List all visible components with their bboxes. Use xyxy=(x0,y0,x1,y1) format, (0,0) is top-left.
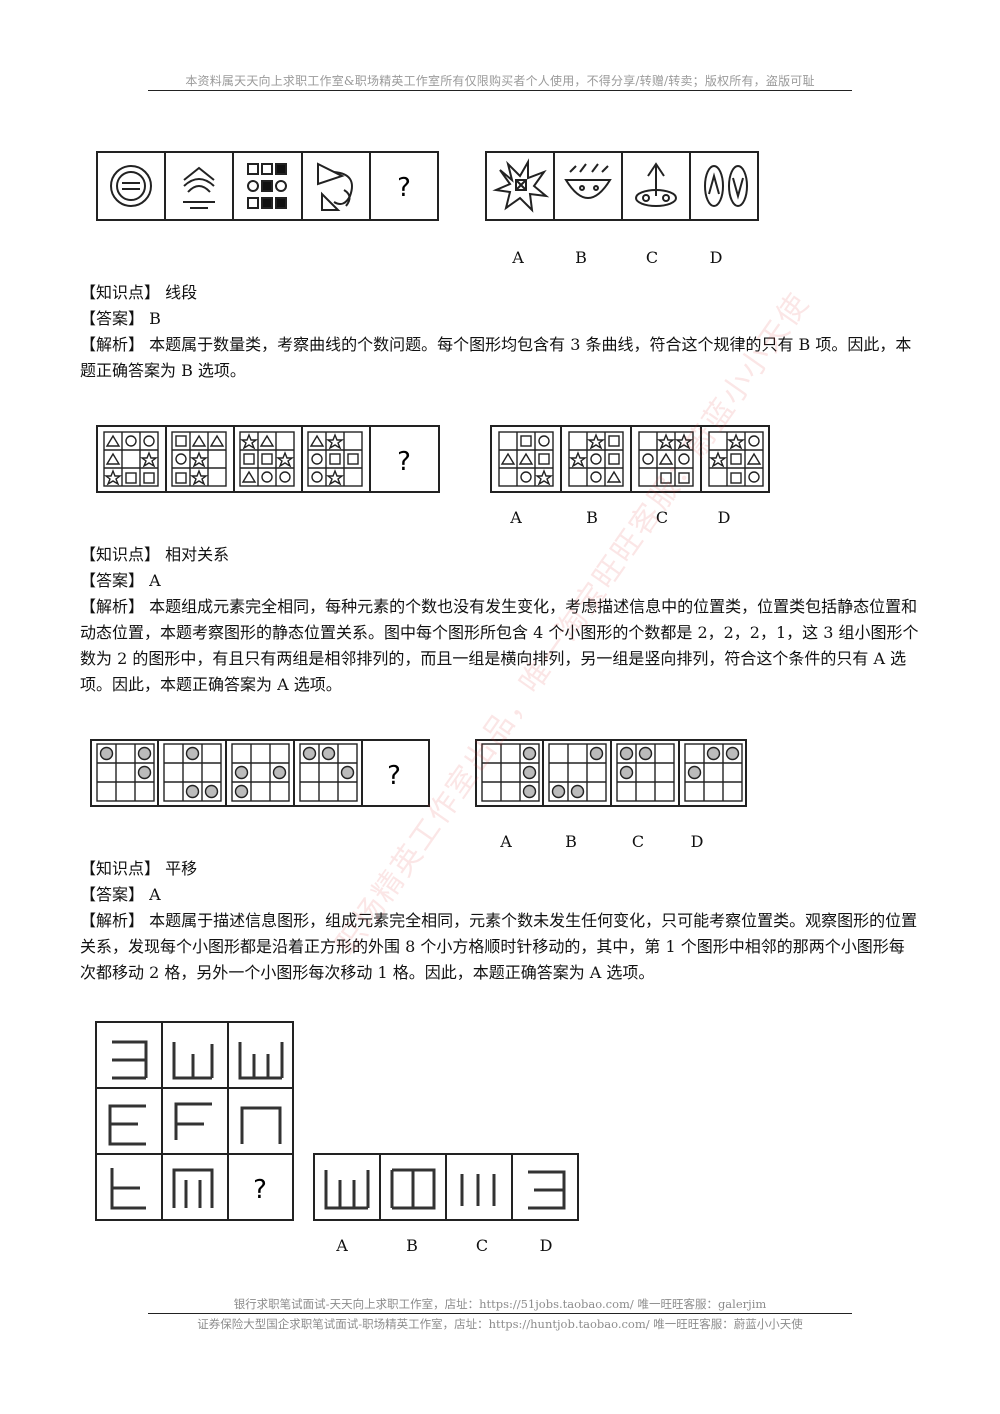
q4-option-strip xyxy=(313,1153,579,1221)
q2-analysis: 【解析】 本题组成元素完全相同，每种元素的个数也没有发生变化，考虑描述信息中的位… xyxy=(80,594,920,698)
q1-question-mark: ? xyxy=(397,173,411,203)
q4-label-a: A xyxy=(336,1236,348,1255)
q1-label-c: C xyxy=(645,248,659,267)
q3-answer-tag: 【答案】 xyxy=(80,885,145,904)
q3-option-strip xyxy=(475,739,747,807)
q2-analysis-tag: 【解析】 xyxy=(80,597,145,616)
q2-label-c: C xyxy=(655,508,669,527)
q2-label-a: A xyxy=(510,508,522,527)
q1-analysis: 【解析】 本题属于数量类，考察曲线的个数问题。每个图形均包含有 3 条曲线，符合… xyxy=(80,332,920,384)
q1-answer: 【答案】 B xyxy=(80,306,920,332)
q1-knowledge-tag: 【知识点】 xyxy=(80,283,161,302)
q1-option-strip xyxy=(485,151,759,221)
q1-knowledge-value: 线段 xyxy=(165,283,198,302)
q4-option-labels: A B C D xyxy=(0,1236,1000,1256)
q3-analysis: 【解析】 本题属于描述信息图形，组成元素完全相同，元素个数未发生任何变化，只可能… xyxy=(80,908,920,986)
q1-option-labels: A B C D xyxy=(0,248,1000,268)
q4-puzzle-grid: ? xyxy=(95,1021,294,1221)
q2-question-mark: ? xyxy=(397,447,411,477)
q2-knowledge-tag: 【知识点】 xyxy=(80,545,161,564)
q2-question-strip: ? xyxy=(96,425,440,493)
q3-knowledge-value: 平移 xyxy=(165,859,198,878)
q1-answer-value: B xyxy=(149,309,161,328)
q1-label-a: A xyxy=(512,248,524,267)
q2-answer: 【答案】 A xyxy=(80,568,920,594)
q3-label-a: A xyxy=(500,832,512,851)
q3-knowledge: 【知识点】 平移 xyxy=(80,856,920,882)
q3-answer: 【答案】 A xyxy=(80,882,920,908)
q2-label-b: B xyxy=(586,508,598,527)
q3-label-c: C xyxy=(631,832,645,851)
footer-line1: 银行求职笔试面试-天天向上求职工作室，店址：https://51jobs.tao… xyxy=(233,1297,767,1311)
q1-analysis-tag: 【解析】 xyxy=(80,335,145,354)
q3-label-b: B xyxy=(565,832,577,851)
q2-answer-tag: 【答案】 xyxy=(80,571,145,590)
q1-analysis-text: 本题属于数量类，考察曲线的个数问题。每个图形均包含有 3 条曲线，符合这个规律的… xyxy=(80,335,912,380)
q4-question-mark: ? xyxy=(253,1175,267,1205)
q4-label-d: D xyxy=(539,1236,553,1255)
q2-label-d: D xyxy=(717,508,731,527)
q2-knowledge-value: 相对关系 xyxy=(165,545,230,564)
footer-rule xyxy=(148,1313,852,1314)
q4-label-c: C xyxy=(475,1236,489,1255)
q3-label-d: D xyxy=(690,832,704,851)
q1-label-d: D xyxy=(709,248,723,267)
q3-option-labels: A B C D xyxy=(0,832,1000,852)
q3-analysis-text: 本题属于描述信息图形，组成元素完全相同，元素个数未发生任何变化，只可能考察位置类… xyxy=(80,911,918,982)
q1-answer-tag: 【答案】 xyxy=(80,309,145,328)
q3-knowledge-tag: 【知识点】 xyxy=(80,859,161,878)
q3-question-mark: ? xyxy=(387,761,401,791)
q2-analysis-text: 本题组成元素完全相同，每种元素的个数也没有发生变化，考虑描述信息中的位置类，位置… xyxy=(80,597,919,694)
q3-analysis-tag: 【解析】 xyxy=(80,911,145,930)
header-notice: 本资料属天天向上求职工作室&职场精英工作室所有仅限购买者个人使用，不得分享/转赠… xyxy=(185,74,815,88)
q1-question-strip: ? xyxy=(96,151,439,221)
q2-option-strip xyxy=(490,425,770,493)
q1-label-b: B xyxy=(575,248,587,267)
q3-question-strip: ? xyxy=(90,739,430,807)
q3-answer-value: A xyxy=(149,885,161,904)
q2-answer-value: A xyxy=(149,571,161,590)
header-rule xyxy=(148,90,852,91)
q4-label-b: B xyxy=(406,1236,418,1255)
q2-knowledge: 【知识点】 相对关系 xyxy=(80,542,920,568)
q2-option-labels: A B C D xyxy=(0,508,1000,528)
footer-line2: 证券保险大型国企求职笔试面试-职场精英工作室，店址：https://huntjo… xyxy=(197,1317,803,1331)
q1-knowledge: 【知识点】 线段 xyxy=(80,280,920,306)
